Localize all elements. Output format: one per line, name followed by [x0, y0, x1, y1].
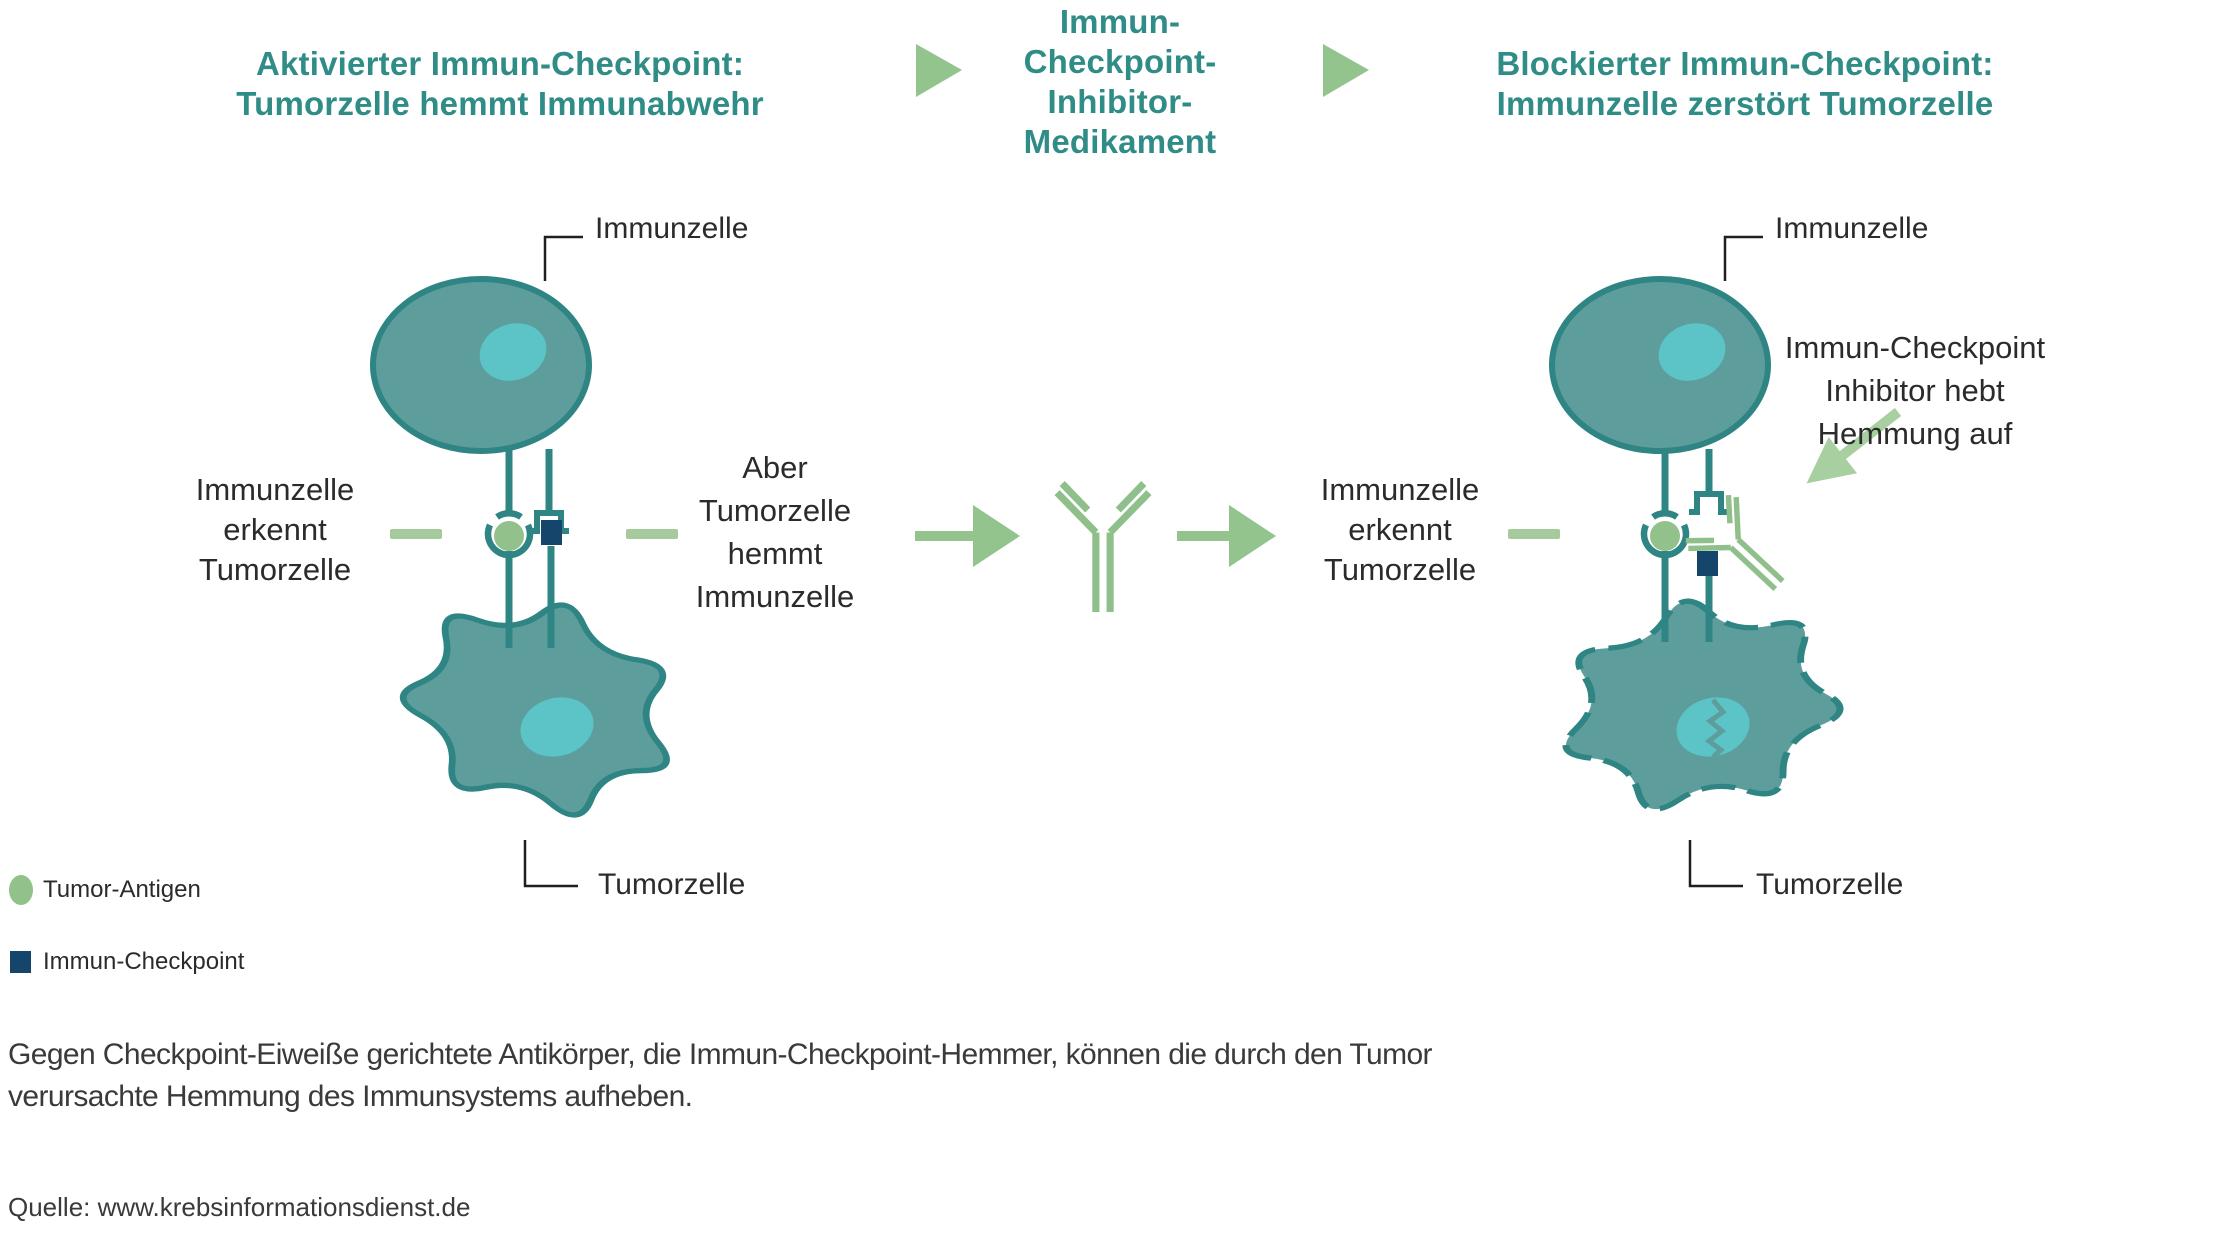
receptor-stalks-left — [505, 449, 555, 648]
inhibitor-pointer-arrow-icon — [1806, 408, 1902, 484]
immune-cell-right — [1549, 276, 1771, 454]
immune-cell-label-right: Immunzelle — [1775, 212, 1929, 245]
tumor-cell-label-right: Tumorzelle — [1756, 868, 1904, 901]
heading-middle: Immun- Checkpoint- Inhibitor- Medikament — [1023, 3, 1217, 160]
flow-arrow-icon — [915, 505, 1020, 567]
antigen-receptor-ring-right — [1640, 510, 1690, 559]
tumor-nucleus-right — [1676, 697, 1750, 757]
inhibition-dash — [390, 529, 442, 539]
immun-checkpoint-legend-icon — [10, 951, 31, 973]
recognize-label-right: Immunzelle erkennt Tumorzelle — [1320, 472, 1480, 587]
checkpoint-bracket-left — [529, 510, 569, 534]
tumor-cell-label-left: Tumorzelle — [598, 868, 746, 901]
step-triangle-icon — [916, 44, 962, 97]
heading-left: Aktivierter Immun-Checkpoint: Tumorzelle… — [236, 45, 764, 122]
tumor-antigen-legend-icon — [9, 875, 33, 905]
label-connectors-left — [523, 235, 583, 888]
tumor-antigen-icon — [1650, 521, 1680, 551]
immune-cell-label-left: Immunzelle — [595, 212, 749, 245]
source-text: Quelle: www.krebsinformationsdienst.de — [8, 1192, 471, 1222]
center-flow — [915, 483, 1276, 612]
step-triangle-icon — [1323, 44, 1369, 97]
immune-nucleus-left — [479, 323, 547, 381]
legend-label: Immun-Checkpoint — [43, 948, 245, 975]
legend-label: Tumor-Antigen — [43, 876, 201, 903]
immune-nucleus-right — [1658, 323, 1726, 381]
antibody-y-icon — [1057, 483, 1149, 612]
immune-cell-left — [370, 276, 592, 454]
legend-item-tumor-antigen: Tumor-Antigen — [8, 874, 201, 906]
nucleus-crack-icon — [1704, 698, 1727, 759]
legend-item-immun-checkpoint: Immun-Checkpoint — [8, 948, 244, 976]
immun-checkpoint-icon — [541, 520, 562, 545]
immun-checkpoint-icon — [1697, 551, 1718, 576]
panel-left-diagram — [370, 235, 697, 888]
inhibit-label-left: Aber Tumorzelle hemmt Immunzelle — [695, 450, 855, 614]
flow-arrow-icon — [1177, 505, 1276, 567]
receptor-stalks-right — [1661, 449, 1713, 642]
heading-right: Blockierter Immun-Checkpoint: Immunzelle… — [1496, 45, 1994, 122]
recognize-label-left: Immunzelle erkennt Tumorzelle — [195, 472, 355, 587]
inhibitor-label-right: Immun-Checkpoint Inhibitor hebt Hemmung … — [1784, 330, 2046, 451]
label-connectors-right — [1688, 235, 1763, 888]
panel-right-diagram — [1508, 235, 1902, 888]
caption-text: Gegen Checkpoint-Eiweiße gerichtete Anti… — [8, 1038, 1433, 1113]
checkpoint-bracket-right — [1689, 491, 1729, 515]
antigen-receptor-ring-left — [484, 510, 534, 559]
tumor-nucleus-left — [520, 697, 594, 757]
inhibition-dash — [626, 529, 678, 539]
inhibition-dash — [1508, 529, 1560, 539]
tumor-antigen-icon — [494, 521, 524, 551]
